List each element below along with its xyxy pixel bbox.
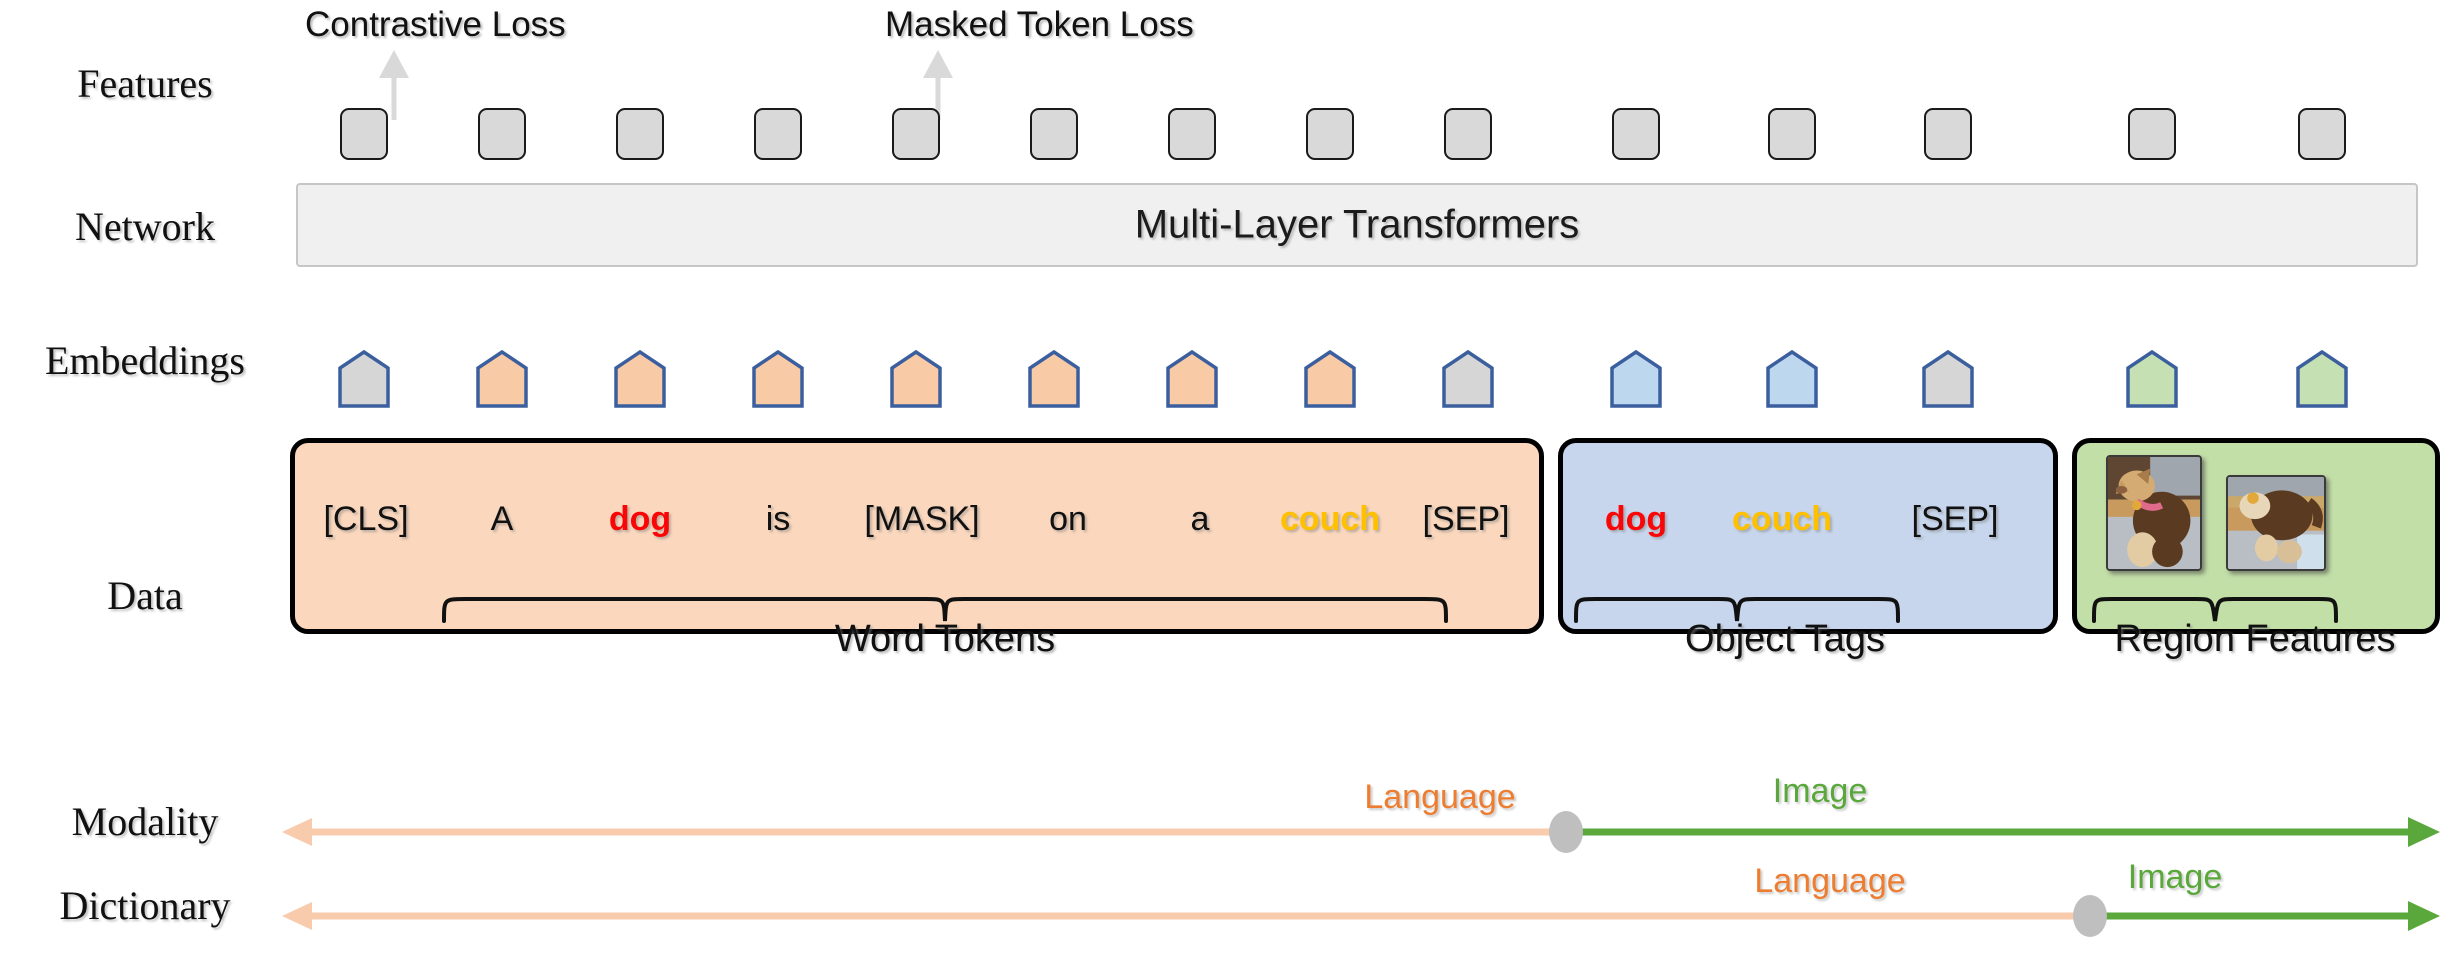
embedding-shape-2 xyxy=(614,349,666,408)
token-dog: dog xyxy=(608,500,672,538)
dictionary-language-label: Language xyxy=(1754,862,1906,900)
embedding-shape-13 xyxy=(2296,349,2348,408)
token-mask: [MASK] xyxy=(864,500,980,538)
dictionary-image-label: Image xyxy=(2127,858,2223,896)
feature-box xyxy=(340,108,388,160)
feature-box xyxy=(1612,108,1660,160)
contrastive-loss-label: Contrastive Loss xyxy=(305,5,566,44)
token-sep: [SEP] xyxy=(1422,500,1510,538)
masked-token-loss-label: Masked Token Loss xyxy=(885,5,1194,44)
word-tokens-group xyxy=(290,438,1544,634)
feature-box xyxy=(1168,108,1216,160)
row-label-features: Features xyxy=(77,61,213,106)
region-features-caption: Region Features xyxy=(2114,618,2396,660)
embedding-shape-12 xyxy=(2126,349,2178,408)
token-on: on xyxy=(1049,500,1087,538)
feature-box xyxy=(2128,108,2176,160)
object-tags-brace xyxy=(1572,575,1902,625)
feature-box xyxy=(1924,108,1972,160)
feature-box xyxy=(754,108,802,160)
feature-box xyxy=(616,108,664,160)
feature-box xyxy=(478,108,526,160)
token-a2: a xyxy=(1190,500,1210,538)
region-thumbnail-dog xyxy=(2106,455,2202,571)
object-tags-caption: Object Tags xyxy=(1685,618,1885,660)
multi-layer-transformers-box: Multi-Layer Transformers xyxy=(296,183,2418,267)
embedding-shape-8 xyxy=(1442,349,1494,408)
embedding-shape-4 xyxy=(890,349,942,408)
object-tags-group xyxy=(1558,438,2058,634)
embedding-shape-10 xyxy=(1766,349,1818,408)
feature-box xyxy=(2298,108,2346,160)
embedding-shape-0 xyxy=(338,349,390,408)
row-label-dictionary: Dictionary xyxy=(59,883,231,928)
feature-box xyxy=(1030,108,1078,160)
embedding-shape-11 xyxy=(1922,349,1974,408)
token-cls: [CLS] xyxy=(323,500,409,538)
feature-box xyxy=(1306,108,1354,160)
word-tokens-caption: Word Tokens xyxy=(834,618,1056,660)
embedding-shape-6 xyxy=(1166,349,1218,408)
feature-box xyxy=(892,108,940,160)
row-label-data: Data xyxy=(107,573,183,618)
embedding-shape-5 xyxy=(1028,349,1080,408)
row-label-network: Network xyxy=(75,204,215,249)
word-tokens-brace xyxy=(440,575,1450,625)
embedding-shape-7 xyxy=(1304,349,1356,408)
tag-couch: couch xyxy=(1731,500,1833,538)
row-label-embeddings: Embeddings xyxy=(45,338,245,383)
token-couch: couch xyxy=(1279,500,1381,538)
tag-sep: [SEP] xyxy=(1911,500,1999,538)
token-a: A xyxy=(490,500,514,538)
region-thumbnail-couch xyxy=(2226,475,2326,571)
region-features-brace xyxy=(2090,575,2340,625)
feature-box xyxy=(1768,108,1816,160)
network-label: Multi-Layer Transformers xyxy=(1134,202,1580,247)
modality-language-label: Language xyxy=(1364,778,1516,816)
modality-image-label: Image xyxy=(1772,772,1868,810)
embedding-shape-3 xyxy=(752,349,804,408)
embedding-shape-9 xyxy=(1610,349,1662,408)
token-is: is xyxy=(765,500,791,538)
tag-dog: dog xyxy=(1604,500,1668,538)
feature-box xyxy=(1444,108,1492,160)
row-label-modality: Modality xyxy=(71,799,219,844)
embedding-shape-1 xyxy=(476,349,528,408)
